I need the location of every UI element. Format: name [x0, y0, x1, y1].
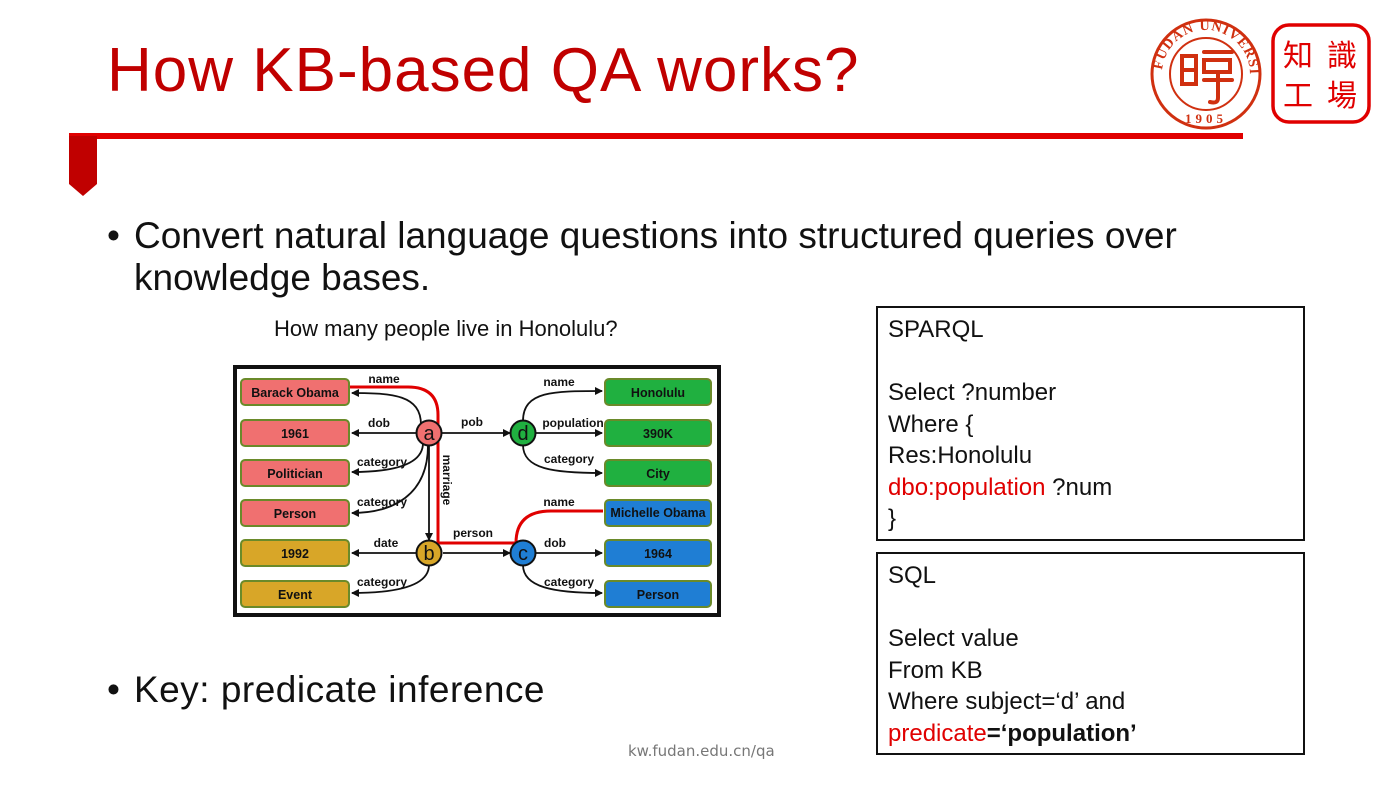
left-node-4-label: Person [274, 507, 316, 521]
hub-a [415, 419, 443, 447]
lab-char-4: 場 [1327, 79, 1357, 114]
bullet-convert-text: Convert natural language questions into … [134, 215, 1177, 298]
edge-label-a-name: name [368, 372, 400, 386]
hub-c-label: c [518, 543, 528, 565]
fudan-university-logo: FUDAN UNIVERSITY 1905 [1140, 7, 1266, 130]
edge-a-category1 [351, 442, 424, 476]
left-node-3 [240, 459, 350, 487]
edge-label-a-category2: category [357, 495, 407, 509]
left-node-1-label: Barack Obama [251, 386, 340, 400]
edge-label-c-name: name [543, 495, 575, 509]
left-node-6-label: Event [278, 588, 313, 602]
left-node-3-label: Politician [267, 467, 323, 481]
sparql-predicate: dbo:population [888, 473, 1046, 501]
left-node-2-label: 1961 [281, 427, 309, 441]
right-node-2 [604, 419, 712, 447]
edge-label-c-category: category [544, 575, 594, 589]
sparql-line-1: Select ?number [888, 379, 1057, 406]
slide-title: How KB-based QA works? [107, 36, 860, 105]
bullet-dot: • [107, 215, 120, 256]
sparql-line-2: Where { [888, 410, 974, 438]
edge-a-category2 [351, 444, 429, 517]
graph-frame [233, 365, 721, 617]
blank-line [888, 346, 1293, 378]
edge-label-a-dob: dob [368, 416, 390, 430]
sql-header: SQL [888, 562, 937, 589]
sparql-line-3: Res:Honolulu [888, 442, 1033, 469]
edge-label-d-category: category [544, 452, 594, 466]
edge-d-category [522, 444, 603, 477]
title-underline [69, 133, 1243, 139]
lab-char-2: 識 [1327, 39, 1357, 74]
bullet-convert: • Convert natural language questions int… [107, 215, 1307, 305]
footer-url: kw.fudan.edu.cn/qa [628, 742, 775, 760]
university-year-text: 1905 [1185, 111, 1227, 126]
edge-b-category [351, 564, 430, 597]
sql-line-1: Select value [888, 625, 1019, 652]
sql-predicate-value: =‘population’ [986, 719, 1137, 747]
sql-predicate-keyword: predicate [888, 719, 987, 747]
right-node-3 [604, 459, 712, 487]
sparql-line-5: } [888, 505, 897, 532]
sql-line-2: From KB [888, 656, 983, 684]
bullet-key-text: Key: predicate inference [134, 669, 546, 710]
right-node-5 [604, 539, 712, 567]
bullet-dot: • [107, 669, 121, 710]
knowledge-graph-diagram: Barack Obama 1961 Politician Person 1992… [233, 365, 721, 617]
sql-line-4: predicate=‘population’ [888, 718, 1293, 750]
hub-b [415, 539, 443, 567]
sql-line-3: Where subject=‘d’ and [888, 688, 1126, 715]
edge-label-b-person: person [453, 526, 493, 540]
right-node-6 [604, 580, 712, 608]
right-node-4 [604, 499, 712, 527]
sql-query-box: SQL Select value From KB Where subject=‘… [876, 552, 1305, 755]
hub-a-label: a [423, 423, 435, 445]
hub-b-label: b [423, 543, 434, 565]
edge-c-category [522, 564, 603, 597]
edge-a-name [351, 389, 422, 426]
sparql-header: SPARQL [888, 316, 984, 343]
edge-label-b-category: category [357, 575, 407, 589]
example-question: How many people live in Honolulu? [274, 316, 618, 341]
right-node-2-label: 390K [643, 427, 673, 441]
edge-label-d-name: name [543, 375, 575, 389]
left-node-5-label: 1992 [281, 547, 309, 561]
right-node-6-label: Person [637, 588, 679, 602]
sparql-line-4: dbo:population ?num [888, 472, 1293, 504]
hub-c [509, 539, 537, 567]
edge-d-name [522, 387, 603, 422]
left-node-5 [240, 539, 350, 567]
sparql-query-box: SPARQL Select ?number Where { Res:Honolu… [876, 306, 1305, 541]
left-node-6 [240, 580, 350, 608]
right-node-4-label: Michelle Obama [610, 505, 706, 520]
edge-label-a-marriage: marriage [440, 455, 454, 506]
right-node-1-label: Honolulu [631, 386, 685, 400]
edge-label-d-population: population [542, 416, 603, 430]
hub-d [509, 419, 537, 447]
title-tab-marker [69, 136, 97, 196]
blank-line [888, 592, 1293, 624]
edge-label-b-date: date [374, 536, 399, 550]
bullet-key: • Key: predicate inference [107, 669, 667, 714]
left-node-4 [240, 499, 350, 527]
right-node-1 [604, 378, 712, 406]
knowledge-works-lab-logo: 知 識 工 場 [1271, 23, 1371, 124]
right-node-3-label: City [646, 467, 670, 481]
lab-char-3: 工 [1283, 79, 1313, 114]
edge-label-c-dob: dob [544, 536, 566, 550]
edge-label-a-pob: pob [461, 415, 483, 429]
lab-char-1: 知 [1283, 39, 1313, 74]
left-node-1 [240, 378, 350, 406]
hub-d-label: d [517, 423, 528, 445]
right-node-5-label: 1964 [644, 547, 672, 561]
sparql-variable: ?num [1045, 473, 1113, 501]
left-node-2 [240, 419, 350, 447]
edge-label-a-category1: category [357, 455, 407, 469]
